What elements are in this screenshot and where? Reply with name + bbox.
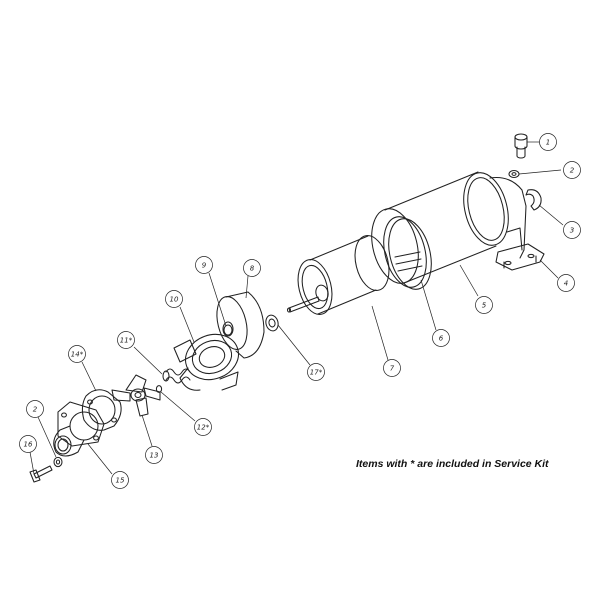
part-screw [29, 465, 53, 483]
callout-c11: 11* [117, 331, 135, 349]
callout-circle [145, 446, 163, 464]
callout-c4: 4 [557, 274, 575, 292]
callout-circle [26, 400, 44, 418]
callout-label: 12* [197, 424, 210, 432]
part-spring [162, 368, 191, 384]
callout-circle [475, 296, 493, 314]
callout-c17: 17* [307, 363, 325, 381]
callout-circle [165, 290, 183, 308]
callout-label: 7 [390, 365, 395, 373]
part-gasket [81, 389, 122, 431]
callout-c16: 16 [19, 435, 37, 453]
callout-circle [563, 161, 581, 179]
callout-label: 5 [482, 302, 487, 310]
callout-circle [111, 471, 129, 489]
part-oring-17 [265, 314, 279, 332]
callout-c8: 8 [243, 259, 261, 277]
part-seal-9 [223, 324, 233, 336]
part-washer-bottom [53, 456, 63, 468]
callout-c10: 10 [165, 290, 183, 308]
callout-circle [195, 256, 213, 274]
callout-circle [19, 435, 37, 453]
callout-label: 8 [250, 265, 255, 273]
callout-circle [539, 133, 557, 151]
callout-circle [194, 418, 212, 436]
part-inlet-cover [53, 401, 105, 457]
callout-label: 16 [24, 441, 33, 449]
callout-circle [117, 331, 135, 349]
service-kit-note: Items with * are included in Service Kit [356, 458, 549, 470]
part-oring-12 [155, 385, 163, 393]
callout-circle [243, 259, 261, 277]
callout-label: 14* [71, 351, 84, 359]
callout-label: 11* [120, 337, 133, 345]
part-end-ring [383, 216, 432, 290]
callout-label: 1 [546, 139, 550, 147]
part-clip [525, 189, 542, 211]
part-bracket [489, 177, 545, 271]
callout-c1: 1 [539, 133, 557, 151]
callout-label: 3 [570, 227, 574, 235]
callout-circle [563, 221, 581, 239]
callout-c6: 6 [432, 329, 450, 347]
callout-c14: 14* [68, 345, 86, 363]
part-motor [286, 235, 390, 315]
part-pump-body-rear [216, 291, 265, 359]
part-motor-housing [371, 171, 509, 284]
callout-c12: 12* [194, 418, 212, 436]
callout-labels: 1 2 3 4 5 6 7 8 9 10 11* 12* 13 14* 15 16 17* 2 [19, 133, 581, 489]
part-pump-housing [173, 333, 239, 391]
callout-circle [383, 359, 401, 377]
part-impeller [111, 374, 161, 417]
callout-label: 9 [202, 262, 207, 270]
callout-circle [307, 363, 325, 381]
callout-c15: 15 [111, 471, 129, 489]
callout-c2a: 2 [563, 161, 581, 179]
callout-label: 2 [33, 406, 38, 414]
callout-c3: 3 [563, 221, 581, 239]
callout-label: 17* [310, 369, 323, 377]
callout-label: 13 [150, 452, 159, 460]
callout-label: 10 [170, 296, 179, 304]
callout-c7: 7 [383, 359, 401, 377]
callout-label: 4 [564, 280, 568, 288]
leader-lines [29, 141, 564, 475]
callout-c5: 5 [475, 296, 493, 314]
callout-label: 2 [570, 167, 575, 175]
callout-c9: 9 [195, 256, 213, 274]
callout-label: 15 [116, 477, 125, 485]
part-bolt-top [514, 133, 528, 159]
callout-label: 6 [439, 335, 444, 343]
callout-c2b: 2 [26, 400, 44, 418]
callout-circle [557, 274, 575, 292]
callout-c13: 13 [145, 446, 163, 464]
part-washer-top [508, 169, 520, 179]
callout-circle [432, 329, 450, 347]
callout-circle [68, 345, 86, 363]
